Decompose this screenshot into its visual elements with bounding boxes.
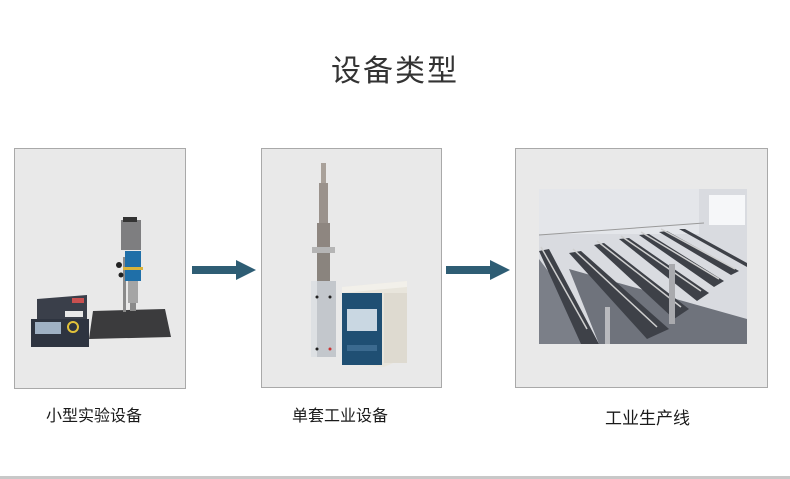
step-image-single-industrial-device [261, 148, 442, 388]
page-title: 设备类型 [331, 54, 459, 89]
arrow-right-icon [192, 259, 256, 285]
small-lab-device-illustration [31, 217, 171, 347]
step-image-production-line [515, 148, 768, 388]
bottom-divider [0, 476, 790, 479]
step-image-small-lab-device [14, 148, 186, 389]
production-line-photo [539, 189, 747, 344]
single-industrial-device-illustration [311, 163, 407, 367]
arrow-right-icon [446, 259, 510, 285]
step-label-small-lab-device: 小型实验设备 [45, 406, 142, 425]
step-label-production-line: 工业生产线 [605, 409, 690, 429]
step-label-single-industrial-device: 单套工业设备 [291, 406, 388, 425]
